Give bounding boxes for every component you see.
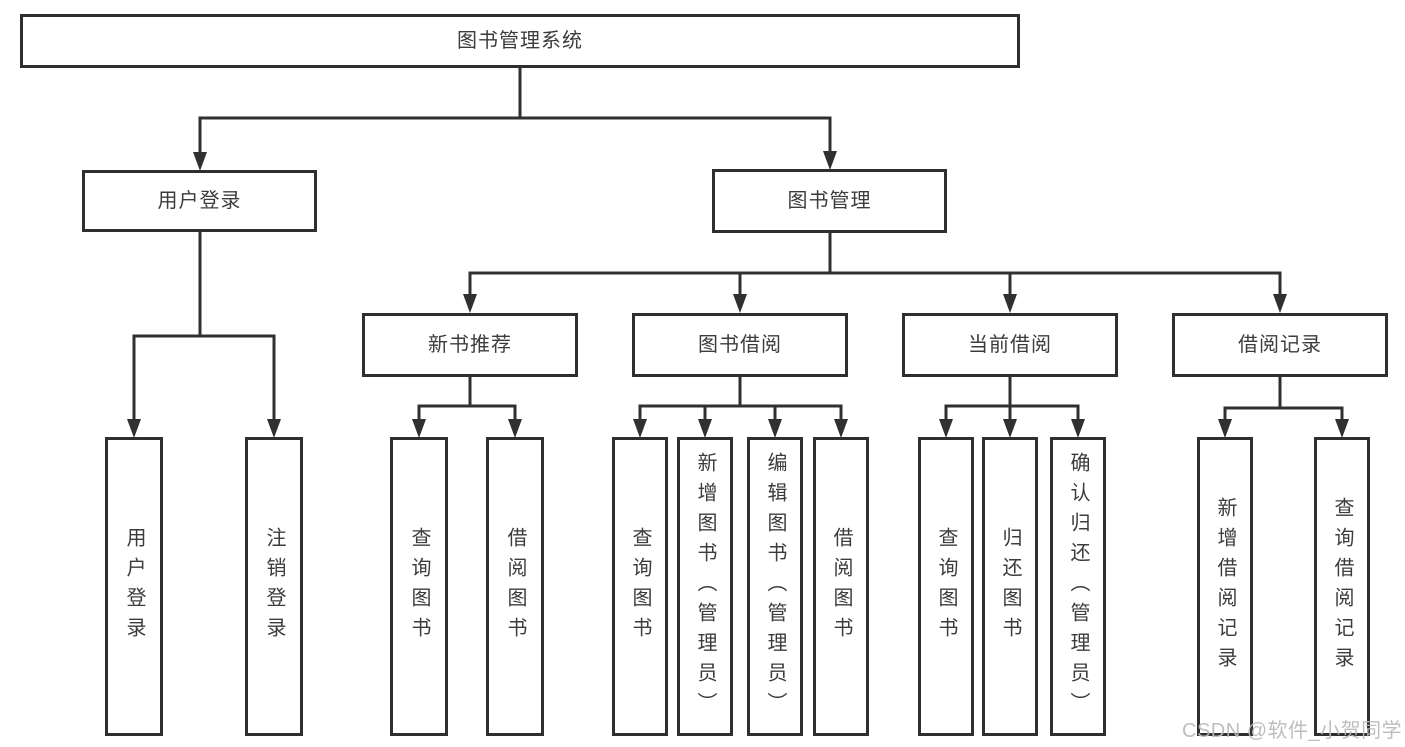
leaf-borrow-books-recommend: 借阅图书 <box>486 437 544 736</box>
leaf-query-books-borrow: 查询图书 <box>612 437 668 736</box>
leaf-add-borrow-record: 新增借阅记录 <box>1197 437 1253 736</box>
connector-user-login-family <box>127 231 281 438</box>
connector-root-to-level2 <box>193 66 837 171</box>
leaf-add-book-admin: 新增图书（管理员） <box>677 437 733 736</box>
node-label: 查询图书 <box>935 526 957 647</box>
connector-borrow-record-family <box>1218 376 1349 438</box>
node-book-management: 图书管理 <box>712 169 947 233</box>
node-library-management-system: 图书管理系统 <box>20 14 1020 68</box>
node-label: 编辑图书（管理员） <box>764 451 786 722</box>
node-label: 新增图书（管理员） <box>694 451 716 722</box>
node-label: 借阅图书 <box>504 526 526 647</box>
node-label: 新增借阅记录 <box>1214 496 1236 677</box>
node-borrow-records: 借阅记录 <box>1172 313 1388 377</box>
node-label: 查询图书 <box>629 526 651 647</box>
node-label: 图书借阅 <box>698 334 782 356</box>
node-user-login-branch: 用户登录 <box>82 170 317 232</box>
connector-new-book-family <box>412 376 522 438</box>
leaf-confirm-return-admin: 确认归还（管理员） <box>1050 437 1106 736</box>
node-current-borrow: 当前借阅 <box>902 313 1118 377</box>
csdn-watermark: CSDN @软件_小贺同学 <box>1182 720 1403 742</box>
node-label: 借阅记录 <box>1238 334 1322 356</box>
connector-current-borrow-family <box>939 376 1085 438</box>
leaf-query-books-current: 查询图书 <box>918 437 974 736</box>
leaf-return-books: 归还图书 <box>982 437 1038 736</box>
node-label: 确认归还（管理员） <box>1067 451 1089 722</box>
node-book-borrow: 图书借阅 <box>632 313 848 377</box>
node-label: 图书管理 <box>787 190 872 212</box>
leaf-query-borrow-record: 查询借阅记录 <box>1314 437 1370 736</box>
leaf-edit-book-admin: 编辑图书（管理员） <box>747 437 803 736</box>
node-new-book-recommend: 新书推荐 <box>362 313 578 377</box>
node-label: 新书推荐 <box>428 334 512 356</box>
node-label: 查询借阅记录 <box>1331 496 1353 677</box>
leaf-user-login: 用户登录 <box>105 437 163 736</box>
leaf-borrow-books-borrow: 借阅图书 <box>813 437 869 736</box>
connector-book-management-family <box>463 232 1287 313</box>
node-label: 用户登录 <box>123 526 145 647</box>
leaf-logout: 注销登录 <box>245 437 303 736</box>
node-label: 归还图书 <box>999 526 1021 647</box>
node-label: 注销登录 <box>263 526 285 647</box>
node-label: 用户登录 <box>157 190 242 212</box>
node-label: 借阅图书 <box>830 526 852 647</box>
leaf-query-books-recommend: 查询图书 <box>390 437 448 736</box>
connector-book-borrow-family <box>633 376 848 438</box>
node-label: 当前借阅 <box>968 334 1052 356</box>
node-label: 图书管理系统 <box>457 30 583 52</box>
node-label: 查询图书 <box>408 526 430 647</box>
